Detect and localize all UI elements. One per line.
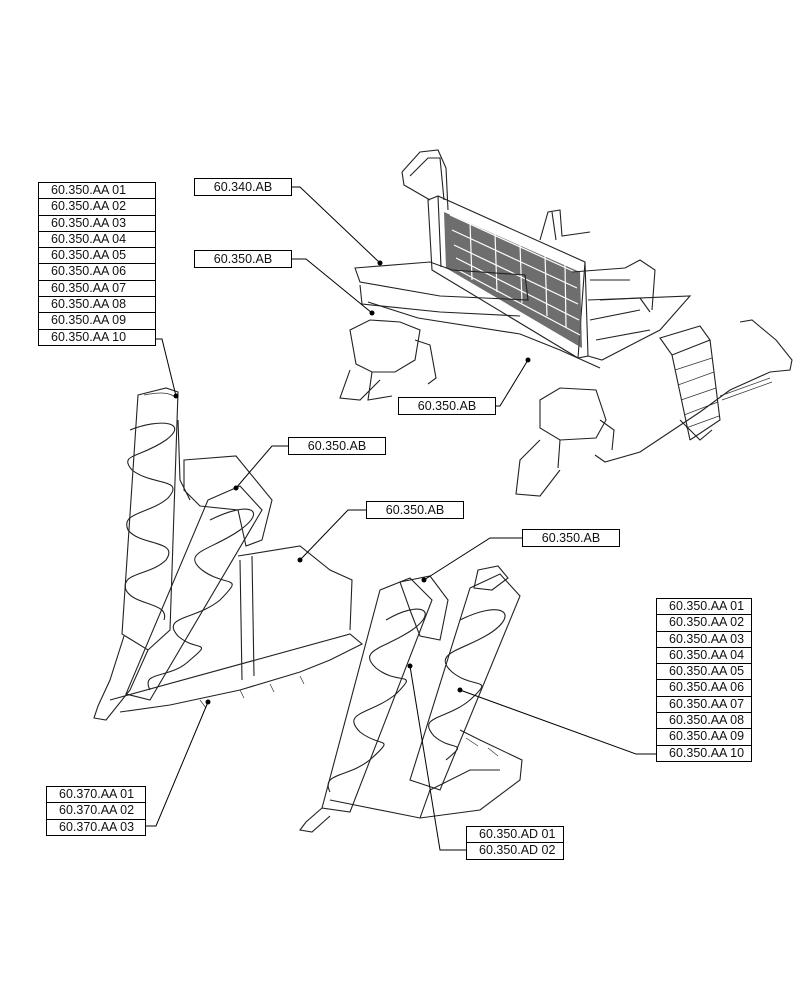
callout-ref-60-350-aa-06[interactable]: 60.350.AA 06 <box>39 264 155 281</box>
callout-ref-60-350-aa-05[interactable]: 60.350.AA 05 <box>39 248 155 265</box>
callout-ref-60-350-aa-07[interactable]: 60.350.AA 07 <box>657 697 751 714</box>
right-auger-assembly <box>299 565 523 833</box>
callout-ref-60-350-aa-08[interactable]: 60.350.AA 08 <box>657 713 751 730</box>
callout-ref-60-350-aa-03[interactable]: 60.350.AA 03 <box>39 216 155 232</box>
callout-stack-bottom-left: 60.370.AA 01 60.370.AA 02 60.370.AA 03 <box>46 786 146 836</box>
callout-ref-60-350-aa-01[interactable]: 60.350.AA 01 <box>39 183 155 200</box>
callout-stack-top-left: 60.350.AA 01 60.350.AA 02 60.350.AA 03 6… <box>38 182 156 346</box>
callout-ref-60-350-ab-right-flange[interactable]: 60.350.AB <box>522 529 620 547</box>
callout-ref-60-350-aa-02[interactable]: 60.350.AA 02 <box>39 199 155 216</box>
callout-ref-60-350-aa-01[interactable]: 60.350.AA 01 <box>657 599 751 616</box>
callout-ref-60-350-aa-03[interactable]: 60.350.AA 03 <box>657 632 751 648</box>
callout-ref-60-350-aa-02[interactable]: 60.350.AA 02 <box>657 615 751 632</box>
callout-ref-60-350-aa-04[interactable]: 60.350.AA 04 <box>657 648 751 665</box>
callout-ref-60-370-aa-03[interactable]: 60.370.AA 03 <box>59 819 135 834</box>
callout-ref-60-350-ab-left-plate[interactable]: 60.350.AB <box>366 501 464 519</box>
callout-ref-60-340-ab[interactable]: 60.340.AB <box>194 178 292 196</box>
callout-ref-60-350-aa-10[interactable]: 60.350.AA 10 <box>51 329 127 344</box>
callout-ref-60-350-aa-06[interactable]: 60.350.AA 06 <box>657 680 751 697</box>
callout-ref-60-350-ab-left-flange[interactable]: 60.350.AB <box>288 437 386 455</box>
callout-ref-60-350-aa-04[interactable]: 60.350.AA 04 <box>39 232 155 249</box>
callout-ref-60-350-aa-10[interactable]: 60.350.AA 10 <box>669 745 745 760</box>
callout-ref-60-350-aa-05[interactable]: 60.350.AA 05 <box>657 664 751 681</box>
callout-ref-60-370-aa-02[interactable]: 60.370.AA 02 <box>47 803 145 820</box>
callout-stack-bottom-mid: 60.350.AD 01 60.350.AD 02 <box>466 826 564 860</box>
platform-assembly <box>339 149 793 497</box>
callout-ref-60-350-ad-01[interactable]: 60.350.AD 01 <box>467 827 563 844</box>
callout-ref-60-350-ab-hanger[interactable]: 60.350.AB <box>398 397 496 415</box>
callout-ref-60-350-aa-07[interactable]: 60.350.AA 07 <box>39 281 155 298</box>
callout-ref-60-350-aa-09[interactable]: 60.350.AA 09 <box>657 729 751 746</box>
callout-ref-60-370-aa-01[interactable]: 60.370.AA 01 <box>47 787 145 804</box>
callout-stack-right: 60.350.AA 01 60.350.AA 02 60.350.AA 03 6… <box>656 598 752 762</box>
callout-ref-60-350-aa-09[interactable]: 60.350.AA 09 <box>39 313 155 330</box>
callout-ref-60-350-ab-platform[interactable]: 60.350.AB <box>194 250 292 268</box>
callout-ref-60-350-aa-08[interactable]: 60.350.AA 08 <box>39 297 155 314</box>
callout-ref-60-350-ad-02[interactable]: 60.350.AD 02 <box>479 843 556 858</box>
